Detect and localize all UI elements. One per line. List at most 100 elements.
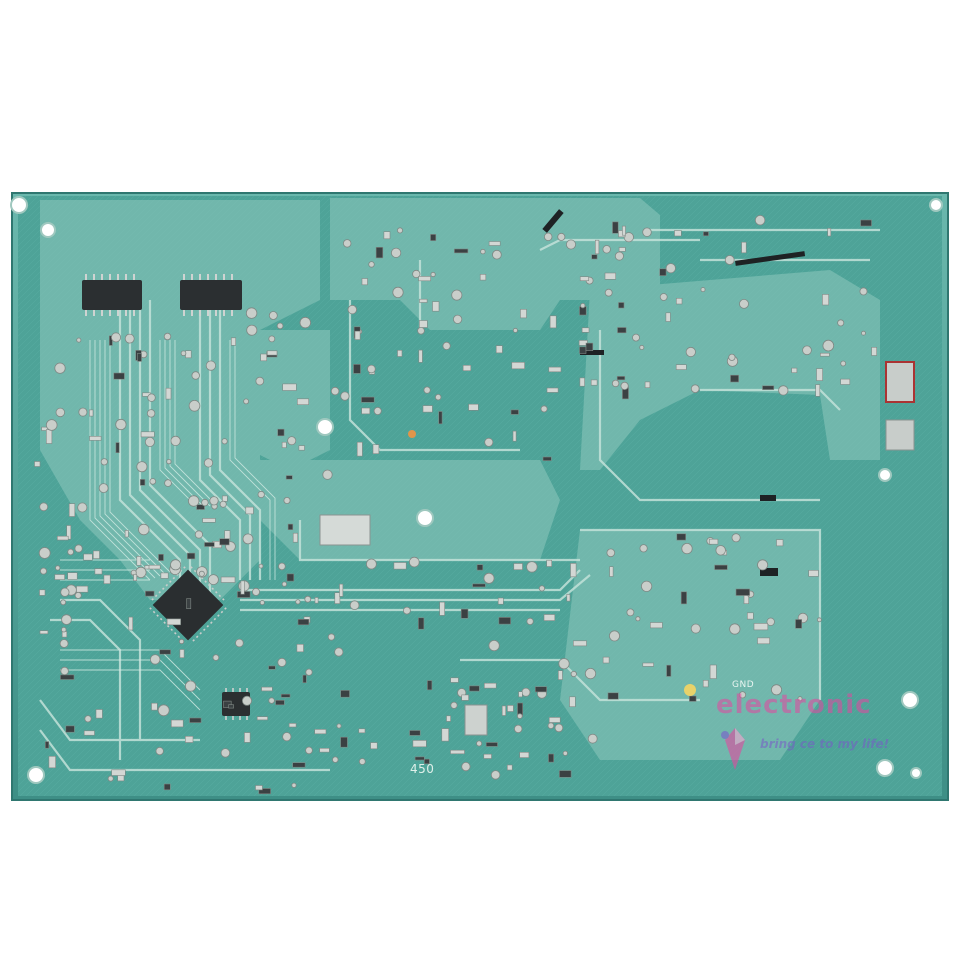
solder-pad <box>822 294 830 306</box>
solder-pad <box>113 372 125 380</box>
solder-pad <box>731 533 741 543</box>
solder-pad <box>746 612 754 620</box>
solder-pad <box>521 687 531 697</box>
solder-pad <box>602 656 610 664</box>
solder-pad <box>157 704 170 717</box>
solder-pad <box>280 693 291 698</box>
solder-pad <box>56 535 69 541</box>
solder-pad <box>579 377 585 387</box>
solder-pad <box>724 255 735 265</box>
solder-pad <box>196 504 205 510</box>
solder-pad <box>659 268 667 276</box>
solder-pad <box>93 550 100 559</box>
solder-pad <box>94 568 103 575</box>
solder-pad <box>219 538 230 546</box>
solder-pad <box>39 502 49 512</box>
yellow-components <box>408 430 696 696</box>
solder-pad <box>202 518 216 523</box>
solder-pad <box>282 732 292 742</box>
solder-pad <box>258 563 264 569</box>
solder-pad <box>241 695 252 706</box>
solder-pad <box>139 479 146 486</box>
solder-pad <box>286 573 295 582</box>
solder-pad <box>609 630 621 642</box>
solder-pad <box>554 723 564 733</box>
solder-pad <box>212 654 220 661</box>
solder-pad <box>54 574 65 580</box>
solder-pad <box>497 597 504 605</box>
solder-pad <box>396 227 403 234</box>
solder-pad <box>417 326 425 335</box>
solder-pad <box>107 775 114 782</box>
solder-pad <box>46 429 53 444</box>
gnd-silkscreen-label: GND <box>732 680 755 690</box>
solder-pad <box>298 445 305 451</box>
solder-pad <box>840 378 851 385</box>
solder-pad <box>430 234 437 241</box>
solder-pad <box>209 496 219 506</box>
solder-pad <box>430 271 436 278</box>
solder-pad <box>268 697 275 704</box>
solder-pad <box>498 617 511 625</box>
solder-pad <box>292 532 299 543</box>
solder-pad <box>361 278 368 286</box>
solder-pad <box>559 770 572 778</box>
solder-pad <box>450 677 459 683</box>
bar-components <box>542 209 806 576</box>
solder-pad <box>372 444 380 455</box>
solder-pad <box>149 478 157 485</box>
solder-pad <box>795 619 803 629</box>
solder-pad <box>771 684 783 696</box>
solder-pad <box>622 225 626 236</box>
solder-pad <box>278 562 286 571</box>
solder-pad <box>548 753 555 763</box>
solder-pad <box>753 623 769 631</box>
solder-pad <box>461 761 471 772</box>
solder-pad <box>155 746 164 756</box>
solder-pad <box>339 583 344 597</box>
solder-pad <box>76 337 82 343</box>
solder-pad <box>84 715 92 723</box>
solder-pad <box>89 435 102 441</box>
solder-pad <box>665 312 671 322</box>
solder-pad <box>703 231 709 237</box>
solder-pad <box>581 327 590 333</box>
solder-pad <box>492 249 502 260</box>
solder-pad <box>606 548 616 558</box>
solder-pad <box>283 496 291 504</box>
solder-pad <box>330 386 340 396</box>
solder-pad <box>235 638 244 648</box>
solder-pad <box>287 523 294 530</box>
solder-pad <box>246 324 258 336</box>
solder-pad <box>204 542 215 547</box>
solder-pad <box>611 379 620 388</box>
solder-pad <box>77 502 88 513</box>
solder-pad <box>510 409 519 415</box>
solder-pad <box>815 384 821 397</box>
solder-pad <box>60 599 67 606</box>
solder-pad <box>74 591 82 599</box>
solder-pad <box>393 562 407 570</box>
solder-pad <box>349 600 360 610</box>
solder-pad <box>55 565 61 571</box>
solder-pad <box>268 665 276 670</box>
solder-pad <box>422 405 433 413</box>
solder-pad <box>137 352 142 362</box>
solder-pad <box>201 498 209 507</box>
solder-pad <box>549 315 557 329</box>
solder-pad <box>612 221 619 234</box>
solder-pad <box>220 748 231 758</box>
solder-pad <box>65 725 75 733</box>
solder-pad <box>136 461 148 473</box>
solder-pad <box>370 742 378 750</box>
solder-pad <box>221 438 228 445</box>
solder-pad <box>585 342 594 352</box>
solder-pad <box>817 617 822 623</box>
solder-pad <box>616 376 626 381</box>
solder-pad <box>347 304 358 315</box>
solder-pad <box>61 627 67 633</box>
solder-pad <box>739 298 749 309</box>
solder-pad <box>435 394 442 401</box>
solder-pad <box>462 364 472 371</box>
solder-pad <box>714 564 728 570</box>
